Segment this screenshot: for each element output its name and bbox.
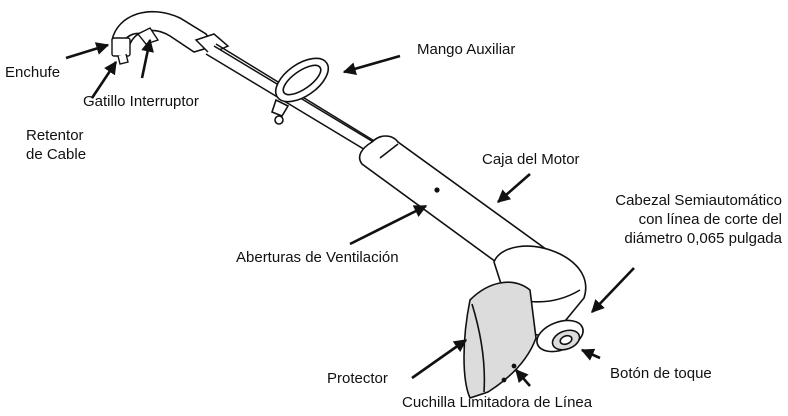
arrow-enchufe bbox=[65, 42, 110, 60]
pointer-arrows bbox=[65, 38, 635, 387]
arrow-caja bbox=[497, 173, 531, 203]
arrow-cabezal bbox=[591, 267, 635, 313]
label-mango: Mango Auxiliar bbox=[417, 41, 516, 58]
label-cuchilla: Cuchilla Limitadora de Línea bbox=[402, 394, 593, 411]
arrow-aberturas bbox=[349, 204, 428, 246]
label-retentor: Retentor de Cable bbox=[26, 127, 87, 163]
label-protector: Protector bbox=[327, 370, 388, 387]
label-aberturas: Aberturas de Ventilación bbox=[236, 249, 399, 266]
label-cabezal: Cabezal Semiautomático con línea de cort… bbox=[615, 192, 782, 247]
arrow-mango bbox=[342, 54, 401, 76]
arrow-retentor bbox=[90, 60, 118, 99]
arrow-protector bbox=[411, 338, 468, 380]
label-caja: Caja del Motor bbox=[482, 151, 580, 168]
arrow-gatillo bbox=[140, 38, 154, 79]
arrow-boton bbox=[580, 348, 601, 361]
trimmer-head bbox=[536, 319, 584, 353]
auxiliary-handle bbox=[271, 57, 330, 125]
arrow-cuchilla bbox=[515, 369, 531, 387]
plug-and-retainer bbox=[111, 27, 160, 65]
label-gatillo: Gatillo Interruptor bbox=[83, 93, 199, 110]
label-enchufe: Enchufe bbox=[5, 64, 61, 81]
label-boton: Botón de toque bbox=[610, 365, 712, 382]
guard bbox=[463, 281, 537, 399]
